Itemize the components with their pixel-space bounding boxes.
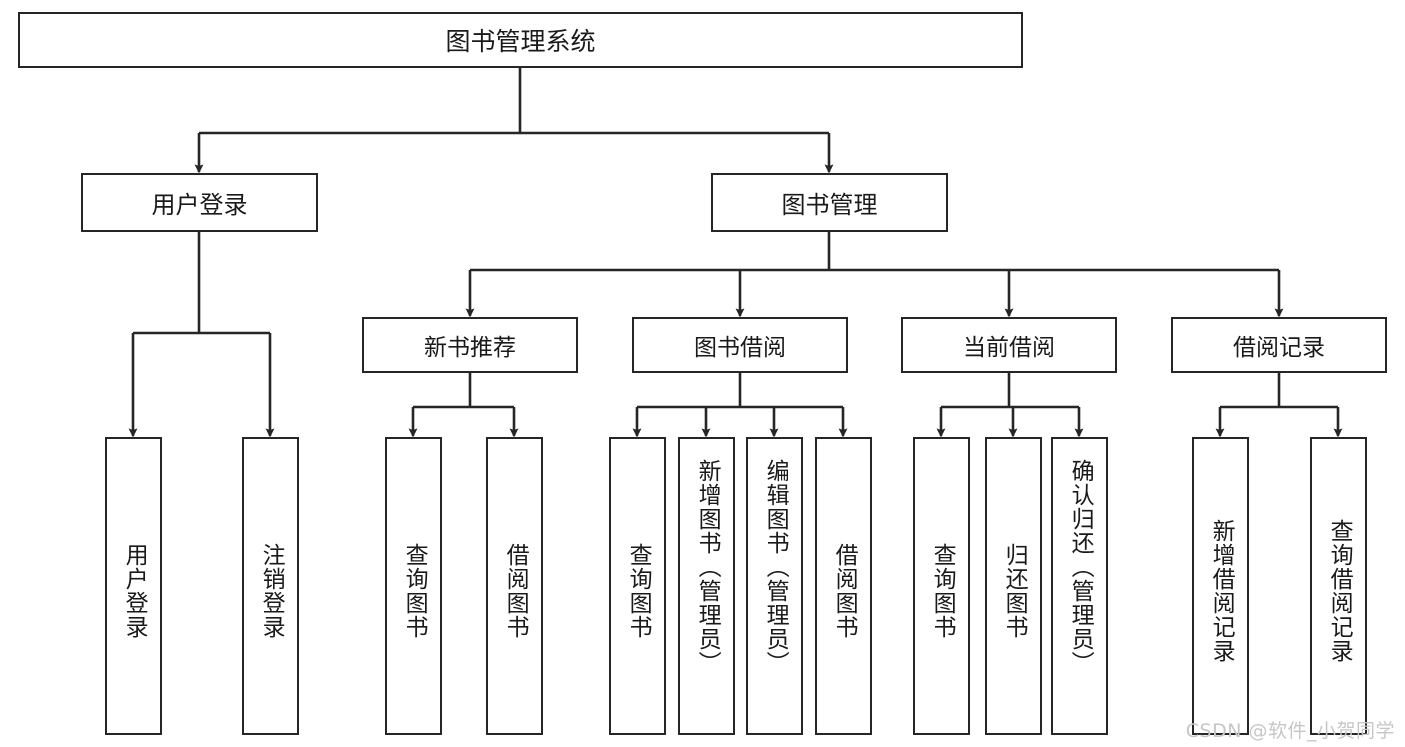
node-leaf-8[interactable]: 查询图书 [913,437,970,735]
node-leaf-12[interactable]: 查询借阅记录 [1310,437,1367,735]
node-label: 查询借阅记录 [1326,519,1353,663]
node-leaf-10[interactable]: 确认归还（管理员） [1051,437,1108,735]
node-leaf-3[interactable]: 借阅图书 [486,437,543,735]
node-level1-1[interactable]: 图书管理 [711,173,948,232]
node-label: 编辑图书（管理员） [762,459,789,675]
node-root-book-management-system[interactable]: 图书管理系统 [18,12,1023,68]
node-label: 查询图书 [401,543,428,639]
node-label: 确认归还（管理员） [1067,459,1094,675]
node-level1-0[interactable]: 用户登录 [81,173,318,232]
node-label: 注销登录 [258,543,285,639]
node-leaf-11[interactable]: 新增借阅记录 [1192,437,1249,735]
node-label: 图书管理系统 [445,27,596,56]
node-leaf-4[interactable]: 查询图书 [609,437,666,735]
node-leaf-7[interactable]: 借阅图书 [815,437,872,735]
node-leaf-1[interactable]: 注销登录 [242,437,299,735]
node-label: 查询图书 [929,543,956,639]
node-label: 用户登录 [151,191,248,219]
edge-paths [128,68,1343,438]
node-label: 归还图书 [1001,543,1028,639]
node-label: 查询图书 [625,543,652,639]
node-leaf-9[interactable]: 归还图书 [985,437,1042,735]
node-label: 借阅图书 [502,543,529,639]
watermark-label: CSDN @软件_小贺同学 [1185,720,1395,742]
node-label: 新增图书（管理员） [694,459,721,675]
node-label: 图书借阅 [694,335,786,361]
node-leaf-6[interactable]: 编辑图书（管理员） [746,437,803,735]
node-label: 借阅图书 [831,543,858,639]
node-level2-1[interactable]: 图书借阅 [632,317,848,373]
node-level2-3[interactable]: 借阅记录 [1171,317,1387,373]
node-label: 借阅记录 [1233,335,1325,361]
node-leaf-5[interactable]: 新增图书（管理员） [678,437,735,735]
node-label: 图书管理 [781,191,878,219]
node-label: 当前借阅 [963,335,1055,361]
node-label: 新增借阅记录 [1208,519,1235,663]
node-leaf-0[interactable]: 用户登录 [105,437,162,735]
node-label: 用户登录 [121,543,148,639]
node-leaf-2[interactable]: 查询图书 [385,437,442,735]
node-level2-2[interactable]: 当前借阅 [901,317,1117,373]
node-label: 新书推荐 [424,335,516,361]
node-level2-0[interactable]: 新书推荐 [362,317,578,373]
